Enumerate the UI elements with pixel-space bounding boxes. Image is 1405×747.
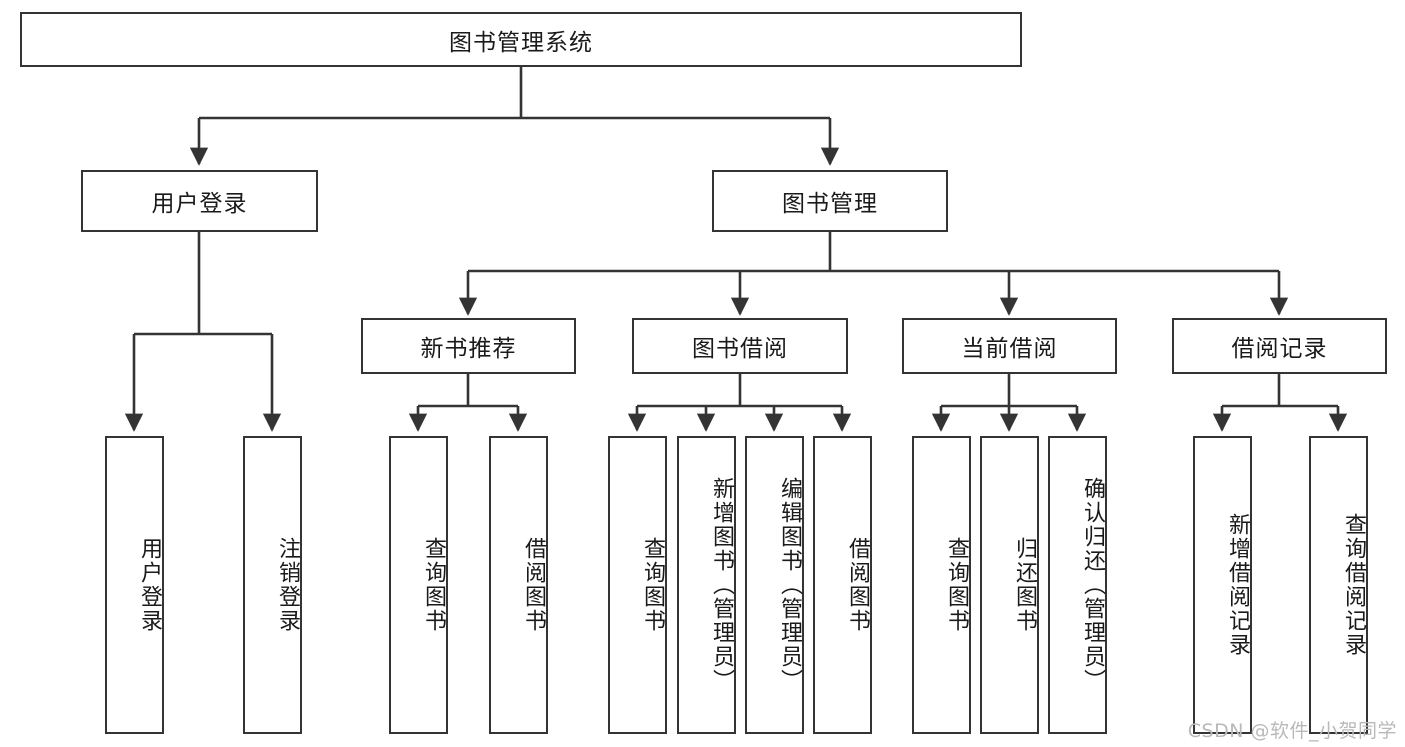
leaf-query-book-recommend[interactable]: 查询图书 (389, 436, 448, 734)
node-new-book-recommend[interactable]: 新书推荐 (361, 318, 576, 374)
node-book-management-label: 图书管理 (782, 191, 878, 217)
node-borrow-records[interactable]: 借阅记录 (1172, 318, 1387, 374)
leaf-query-book-current-label: 查询图书 (944, 537, 969, 633)
leaf-borrow-book-recommend-label: 借阅图书 (521, 537, 546, 633)
node-user-login[interactable]: 用户登录 (81, 170, 318, 232)
leaf-return-book-label: 归还图书 (1012, 537, 1037, 633)
leaf-add-book-admin[interactable]: 新增图书（管理员） (677, 436, 736, 734)
leaf-logout-label: 注销登录 (275, 537, 300, 633)
leaf-logout[interactable]: 注销登录 (243, 436, 302, 734)
node-root[interactable]: 图书管理系统 (20, 12, 1022, 67)
leaf-borrow-book-recommend[interactable]: 借阅图书 (489, 436, 548, 734)
node-root-label: 图书管理系统 (449, 29, 593, 56)
leaf-add-borrow-record-label: 新增借阅记录 (1225, 513, 1250, 657)
leaf-query-book-current[interactable]: 查询图书 (912, 436, 971, 734)
node-current-borrow-label: 当前借阅 (961, 336, 1058, 362)
leaf-edit-book-admin[interactable]: 编辑图书（管理员） (745, 436, 804, 734)
leaf-user-login[interactable]: 用户登录 (105, 436, 164, 734)
leaf-user-login-label: 用户登录 (137, 537, 162, 633)
leaf-query-book-borrow[interactable]: 查询图书 (608, 436, 667, 734)
leaf-add-book-admin-label: 新增图书（管理员） (709, 477, 734, 693)
node-user-login-label: 用户登录 (151, 191, 248, 217)
leaf-query-borrow-record-label: 查询借阅记录 (1341, 513, 1366, 657)
leaf-confirm-return-admin-label: 确认归还（管理员） (1080, 477, 1105, 693)
leaf-return-book[interactable]: 归还图书 (980, 436, 1039, 734)
leaf-confirm-return-admin[interactable]: 确认归还（管理员） (1048, 436, 1107, 734)
node-book-management[interactable]: 图书管理 (712, 170, 948, 232)
leaf-query-borrow-record[interactable]: 查询借阅记录 (1309, 436, 1368, 734)
node-borrow-records-label: 借阅记录 (1231, 336, 1328, 362)
leaf-borrow-book-label: 借阅图书 (845, 537, 870, 633)
leaf-edit-book-admin-label: 编辑图书（管理员） (777, 477, 802, 693)
node-book-borrow[interactable]: 图书借阅 (632, 318, 848, 374)
leaf-query-book-borrow-label: 查询图书 (640, 537, 665, 633)
leaf-add-borrow-record[interactable]: 新增借阅记录 (1193, 436, 1252, 734)
leaf-query-book-recommend-label: 查询图书 (421, 537, 446, 633)
node-book-borrow-label: 图书借阅 (692, 336, 788, 362)
leaf-borrow-book[interactable]: 借阅图书 (813, 436, 872, 734)
node-new-book-recommend-label: 新书推荐 (420, 336, 517, 362)
node-current-borrow[interactable]: 当前借阅 (902, 318, 1117, 374)
